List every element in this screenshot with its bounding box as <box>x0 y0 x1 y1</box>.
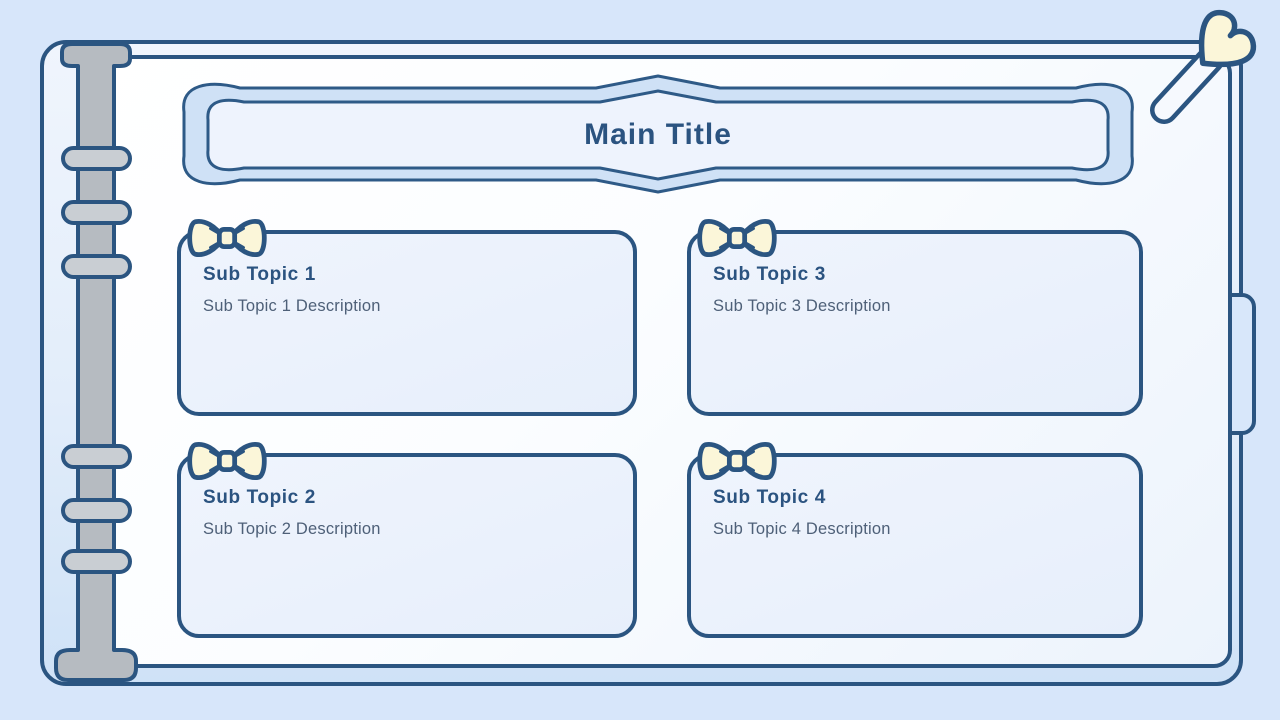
bow-icon <box>187 218 267 258</box>
card-description: Sub Topic 2 Description <box>203 520 381 538</box>
subtopic-card-3[interactable]: Sub Topic 3 Sub Topic 3 Description <box>687 218 1143 416</box>
binder-ring <box>61 498 132 523</box>
binder-ring <box>61 254 132 279</box>
binder-spine-rings-icon <box>54 42 138 682</box>
card-description: Sub Topic 1 Description <box>203 297 381 315</box>
binder-ring <box>61 146 132 171</box>
card-title: Sub Topic 4 <box>713 487 826 508</box>
title-frame-border <box>182 74 1134 194</box>
binder-ring <box>61 444 132 469</box>
binder-ring <box>61 200 132 225</box>
card-description: Sub Topic 3 Description <box>713 297 891 315</box>
card-title: Sub Topic 1 <box>203 264 316 285</box>
bow-icon <box>697 441 777 481</box>
main-title-placeholder[interactable]: Main Title <box>176 74 1140 194</box>
bow-icon <box>697 218 777 258</box>
card-description: Sub Topic 4 Description <box>713 520 891 538</box>
heart-pin-icon <box>1150 9 1257 124</box>
bow-icon <box>187 441 267 481</box>
card-title: Sub Topic 2 <box>203 487 316 508</box>
card-title: Sub Topic 3 <box>713 264 826 285</box>
page-title: Main Title <box>584 118 732 151</box>
subtopic-card-2[interactable]: Sub Topic 2 Sub Topic 2 Description <box>177 441 637 638</box>
subtopic-card-4[interactable]: Sub Topic 4 Sub Topic 4 Description <box>687 441 1143 638</box>
subtopic-card-1[interactable]: Sub Topic 1 Sub Topic 1 Description <box>177 218 637 416</box>
binder-ring <box>61 549 132 574</box>
